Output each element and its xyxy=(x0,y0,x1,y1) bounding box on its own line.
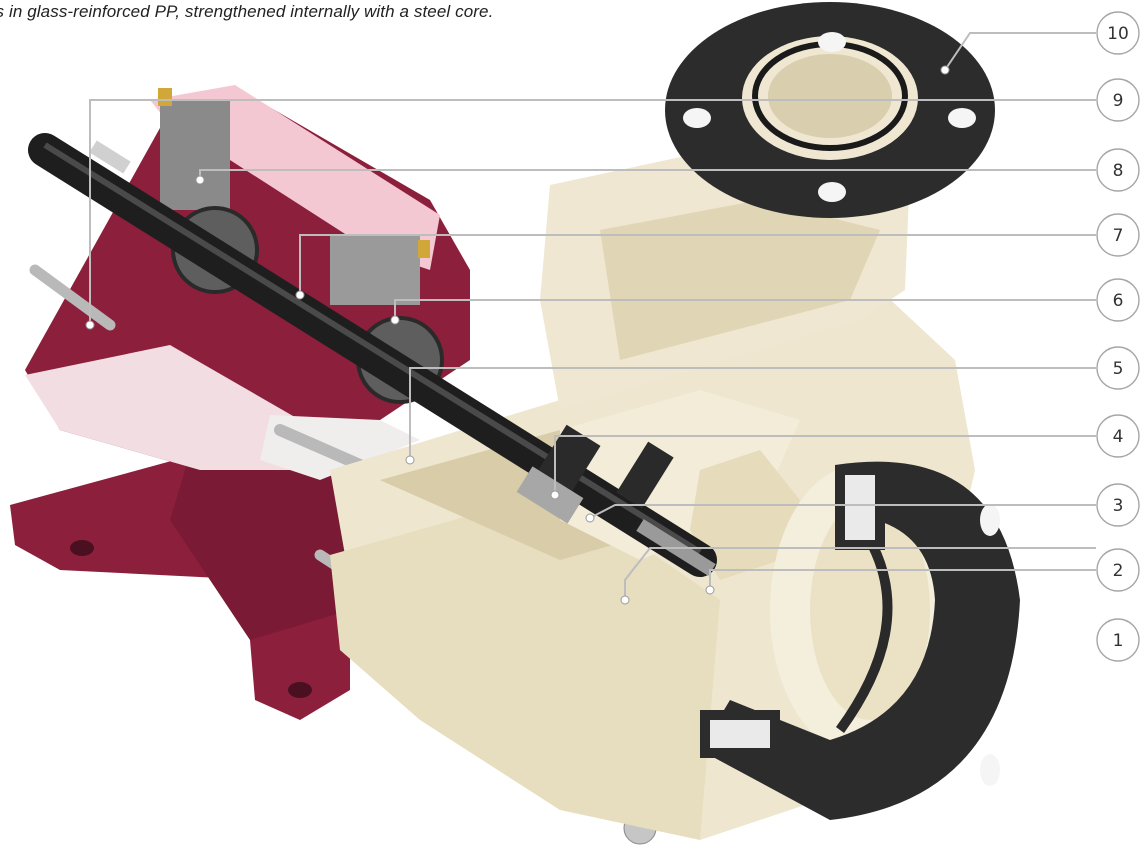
callout-2-label: 2 xyxy=(1113,561,1124,581)
callout-8: 8 xyxy=(1096,148,1140,192)
leader-dot-6 xyxy=(390,315,400,325)
callout-5-label: 5 xyxy=(1113,359,1124,379)
callout-3: 3 xyxy=(1096,483,1140,527)
callout-9-label: 9 xyxy=(1113,91,1124,111)
shaft xyxy=(28,133,717,577)
callout-6: 6 xyxy=(1096,278,1140,322)
leader-dot-10 xyxy=(940,65,950,75)
callout-9: 9 xyxy=(1096,78,1140,122)
flange-hole-3 xyxy=(818,32,846,52)
bearing-cover-top xyxy=(160,100,230,210)
suction-flange-hole-1 xyxy=(980,504,1000,536)
suction-flange-cut-top xyxy=(835,465,885,550)
grease-nipple-1 xyxy=(158,88,172,106)
mechanical-seal xyxy=(516,424,674,524)
callout-8-label: 8 xyxy=(1113,161,1124,181)
bracket-foot-right xyxy=(250,610,350,720)
flange-hole-4 xyxy=(818,182,846,202)
leader-6 xyxy=(394,299,1096,320)
discharge-neck-shade xyxy=(600,200,880,360)
leader-dot-1 xyxy=(620,595,630,605)
callout-4-label: 4 xyxy=(1113,427,1124,447)
callout-10: 10 xyxy=(1096,11,1140,55)
callout-2: 2 xyxy=(1096,548,1140,592)
leader-lines xyxy=(85,32,1096,605)
callout-10-label: 10 xyxy=(1107,24,1129,44)
bracket-cut-sleeve xyxy=(260,415,420,480)
shaft-key xyxy=(89,140,131,174)
callout-6-label: 6 xyxy=(1113,291,1124,311)
suction-bore-inner xyxy=(810,500,930,720)
bracket-foot-hole-right xyxy=(288,682,312,698)
bracket-cut-lower xyxy=(25,345,300,470)
leader-7 xyxy=(299,234,1096,295)
leader-10 xyxy=(944,32,1096,71)
volute-front-cylinder xyxy=(330,490,720,840)
leader-dot-5 xyxy=(405,455,415,465)
callout-4: 4 xyxy=(1096,414,1140,458)
suction-flange-cut-bottom xyxy=(700,710,780,758)
bracket-foot-hole-left xyxy=(70,540,94,556)
callout-5: 5 xyxy=(1096,346,1140,390)
leader-dot-7 xyxy=(295,290,305,300)
bearing-bracket xyxy=(10,85,470,720)
leader-3 xyxy=(589,504,1096,519)
callout-3-label: 3 xyxy=(1113,496,1124,516)
leader-1 xyxy=(624,547,1096,600)
leader-4 xyxy=(554,435,1096,495)
callout-1: 1 xyxy=(1096,618,1140,662)
callout-7-label: 7 xyxy=(1113,226,1124,246)
leader-5 xyxy=(409,367,1096,460)
caption-text: es in glass-reinforced PP, strengthened … xyxy=(0,2,494,21)
leader-dot-3 xyxy=(585,513,595,523)
leader-dot-8 xyxy=(195,175,205,185)
callout-7: 7 xyxy=(1096,213,1140,257)
callouts: 10 9 8 7 6 5 4 3 xyxy=(1096,11,1140,662)
bracket-leg xyxy=(170,420,360,670)
leader-dot-2 xyxy=(705,585,715,595)
leader-dot-9 xyxy=(85,320,95,330)
suction-flange xyxy=(700,461,1020,820)
leader-2 xyxy=(709,569,1096,590)
grease-nipple-2 xyxy=(418,240,430,258)
leader-9 xyxy=(89,99,1096,325)
flange-hole-2 xyxy=(948,108,976,128)
bearing-cover-mid xyxy=(330,235,420,305)
leader-dot-4 xyxy=(550,490,560,500)
callout-1-label: 1 xyxy=(1113,631,1124,651)
discharge-flange xyxy=(665,2,995,218)
suction-flange-hole-2 xyxy=(980,754,1000,786)
flange-hole-1 xyxy=(683,108,711,128)
